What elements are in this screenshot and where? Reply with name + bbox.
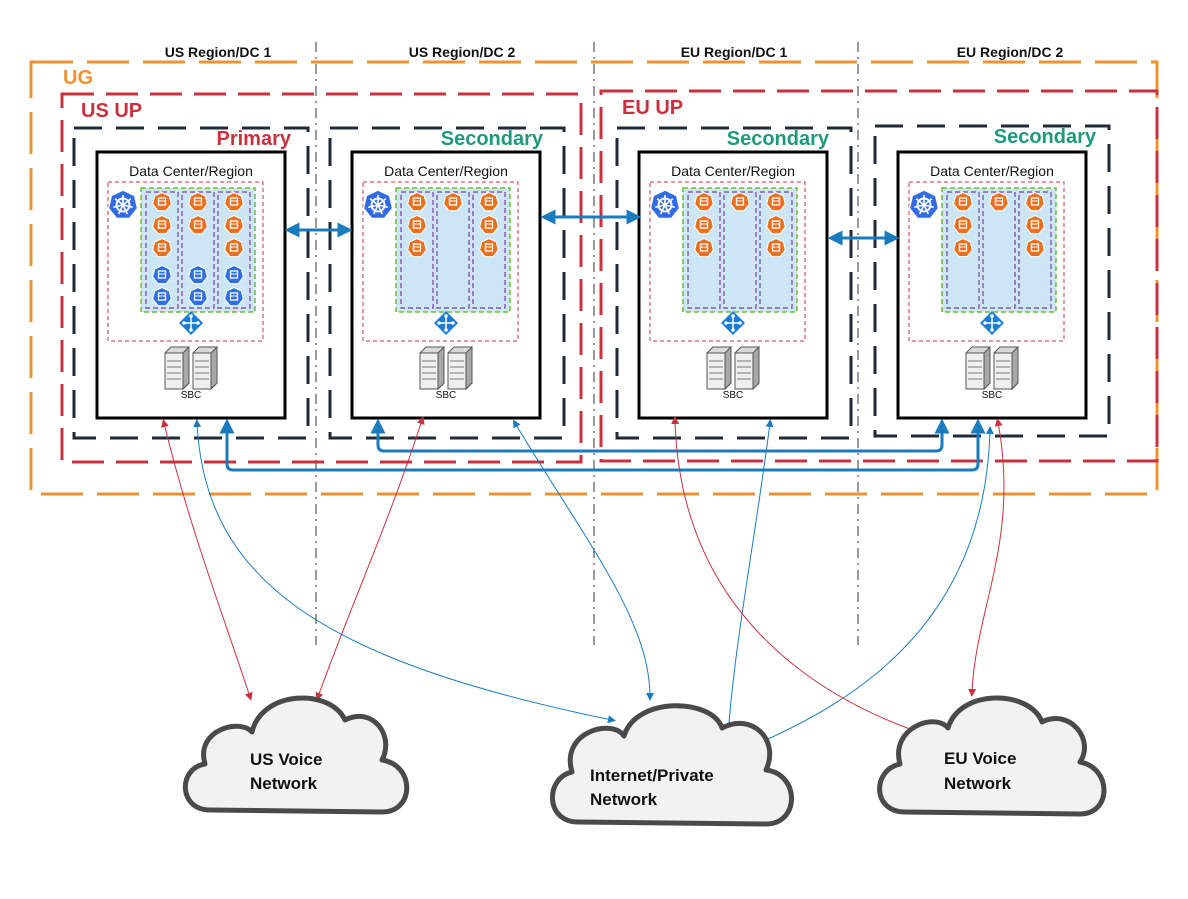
role-box-us-dc2 — [328, 126, 566, 440]
cloud-internet-line2: Network — [590, 790, 658, 809]
pod-icon — [479, 237, 499, 258]
data-center-title: Data Center/Region — [384, 163, 508, 179]
region-label-eu-dc2: EU Region/DC 2 — [957, 44, 1064, 60]
pod-icon — [694, 237, 714, 258]
sbc-label: SBC — [723, 390, 744, 401]
cloud-internet: Internet/Private Network — [549, 703, 794, 827]
us-up-label: US UP — [81, 100, 142, 122]
cloud-eu-voice: EU Voice Network — [877, 695, 1107, 817]
pod-icon — [407, 191, 427, 212]
sbc-server-icon — [447, 345, 473, 391]
cloud-us-voice-line2: Network — [250, 774, 318, 793]
kubernetes-icon — [107, 189, 139, 220]
pod-icon — [188, 214, 208, 235]
pod-icon — [407, 237, 427, 258]
load-balancer-icon — [179, 311, 203, 335]
sbc-server-icon — [734, 345, 760, 391]
role-label-secondary-2: Secondary — [727, 128, 830, 150]
load-balancer-icon — [721, 311, 745, 335]
region-label-eu-dc1: EU Region/DC 1 — [681, 44, 788, 60]
pod-icon-blue — [188, 286, 208, 307]
data-center-title: Data Center/Region — [671, 163, 795, 179]
pod-icon — [479, 214, 499, 235]
sbc-server-icon — [164, 345, 190, 391]
ug-boundary — [29, 60, 1159, 496]
pod-icon — [224, 191, 244, 212]
data-center-title: Data Center/Region — [129, 163, 253, 179]
pod-icon — [766, 214, 786, 235]
pod-icon-blue — [224, 286, 244, 307]
pod-icon — [953, 214, 973, 235]
pod-icon — [1025, 237, 1045, 258]
pod-icon — [694, 214, 714, 235]
pod-icon-blue — [152, 264, 172, 285]
pod-icon — [730, 191, 750, 212]
pod-icon — [224, 237, 244, 258]
load-balancer-icon — [980, 311, 1004, 335]
ug-label: UG — [63, 67, 93, 89]
sbc-server-icon — [419, 345, 445, 391]
pod-icon — [953, 237, 973, 258]
cloud-eu-voice-line1: EU Voice — [944, 749, 1016, 768]
sbc-label: SBC — [181, 390, 202, 401]
kubernetes-icon — [362, 189, 394, 220]
region-dividers — [315, 42, 859, 645]
pod-icon — [694, 191, 714, 212]
pod-icon — [152, 191, 172, 212]
sbc-server-icon — [993, 345, 1019, 391]
role-box-us-dc1 — [72, 126, 310, 440]
sbc-server-icon — [192, 345, 218, 391]
eu-up-label: EU UP — [622, 97, 683, 119]
pod-icon-blue — [224, 264, 244, 285]
kubernetes-icon — [908, 189, 940, 220]
pod-icon — [224, 214, 244, 235]
cloud-internet-line1: Internet/Private — [590, 766, 714, 785]
sbc-label: SBC — [436, 390, 457, 401]
region-label-us-dc2: US Region/DC 2 — [409, 44, 516, 60]
sbc-server-icon — [965, 345, 991, 391]
kubernetes-icon — [649, 189, 681, 220]
pod-icon-blue — [188, 264, 208, 285]
cloud-eu-voice-line2: Network — [944, 774, 1012, 793]
pod-icon — [188, 191, 208, 212]
pod-icon — [1025, 191, 1045, 212]
load-balancer-icon — [434, 311, 458, 335]
cloud-us-voice: US Voice Network — [182, 695, 410, 815]
pod-icon — [407, 214, 427, 235]
pod-icon — [152, 237, 172, 258]
role-label-secondary-1: Secondary — [441, 128, 544, 150]
role-label-secondary-3: Secondary — [994, 126, 1097, 148]
role-box-eu-dc2 — [873, 124, 1111, 438]
role-label-primary: Primary — [217, 128, 292, 150]
pod-icon-blue — [152, 286, 172, 307]
pod-icon — [953, 191, 973, 212]
pod-icon — [766, 191, 786, 212]
pod-icon — [152, 214, 172, 235]
pod-icon — [766, 237, 786, 258]
pod-icon — [1025, 214, 1045, 235]
data-center-title: Data Center/Region — [930, 163, 1054, 179]
pod-icon — [443, 191, 463, 212]
role-box-eu-dc1 — [615, 126, 853, 440]
cloud-us-voice-line1: US Voice — [250, 750, 322, 769]
network-links — [161, 416, 1005, 749]
pod-icon — [479, 191, 499, 212]
sbc-label: SBC — [982, 390, 1003, 401]
region-label-us-dc1: US Region/DC 1 — [165, 44, 272, 60]
sbc-server-icon — [706, 345, 732, 391]
pod-icon — [989, 191, 1009, 212]
